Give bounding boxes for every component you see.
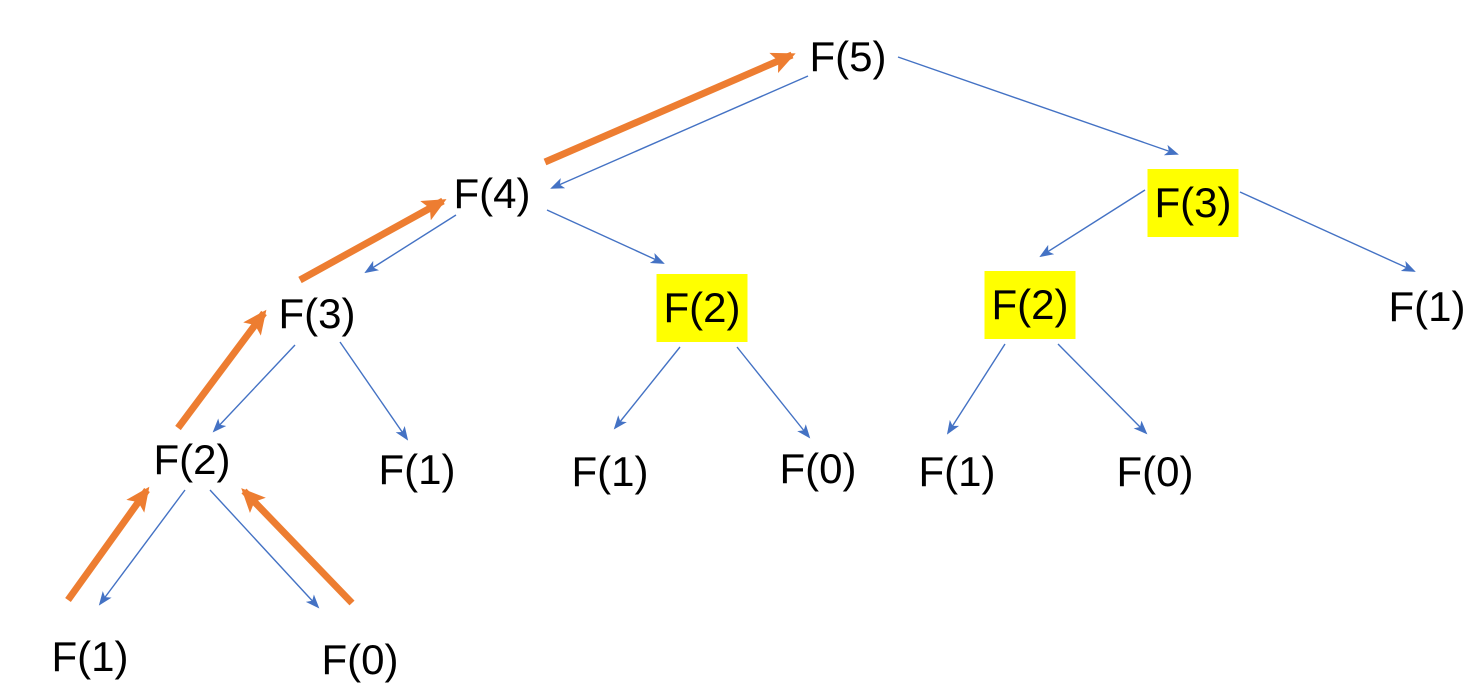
edge-f3-left-f1 (339, 341, 409, 441)
node-f3-left: F(3) (278, 290, 356, 337)
node-f5: F(5) (809, 33, 887, 80)
node-f2-left: F(2) (153, 436, 231, 483)
path-arrow-f4-to-f5 (543, 51, 796, 166)
node-f1-under-f2-right: F(1) (918, 448, 996, 495)
node-f1-right: F(1) (1388, 283, 1466, 330)
edge-f2-left-f1 (98, 489, 186, 606)
node-f2-right-highlighted: F(2) (984, 271, 1076, 339)
edge-f4-f2-mid (546, 209, 665, 264)
edge-f3-right-f2-right (1039, 189, 1146, 258)
edge-f2-mid-f0 (736, 346, 811, 439)
path-arrow-f3-to-f4 (298, 197, 447, 284)
node-f1-under-f3-left: F(1) (378, 446, 456, 493)
path-arrow-f1-to-f2-left (65, 486, 150, 603)
node-f0-under-f2-mid: F(0) (779, 445, 857, 492)
edge-f3-left-f2-left (212, 344, 296, 433)
node-f2-mid-highlighted: F(2) (656, 274, 748, 342)
node-f1-under-f2-mid: F(1) (571, 448, 649, 495)
edge-f5-f3-right (897, 56, 1179, 156)
path-arrow-f0-to-f2-left (241, 488, 355, 606)
node-f0-bottom-left: F(0) (321, 636, 399, 683)
edge-f3-right-f1-right (1239, 191, 1416, 272)
edge-f2-mid-f1 (613, 346, 681, 430)
edge-f2-left-f0 (209, 489, 320, 609)
edge-f2-right-f0 (1057, 343, 1148, 435)
node-f1-bottom-left: F(1) (51, 633, 129, 680)
edge-f5-f4 (550, 75, 809, 189)
recursion-edges (98, 56, 1416, 609)
node-f0-under-f2-right: F(0) (1116, 448, 1194, 495)
node-f3-right-highlighted: F(3) (1147, 169, 1239, 237)
path-arrow-f2-to-f3-left (175, 309, 267, 431)
edge-f2-right-f1 (946, 343, 1006, 435)
node-f4: F(4) (453, 170, 531, 217)
return-path-arrows (65, 51, 796, 606)
edge-f4-f3-left (364, 214, 457, 274)
